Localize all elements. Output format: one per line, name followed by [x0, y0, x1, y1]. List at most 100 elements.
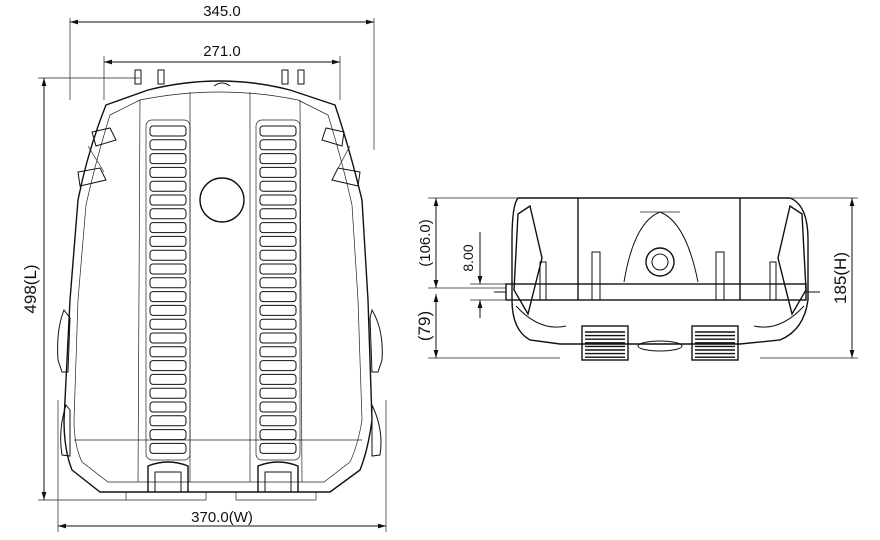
tread-segment	[259, 249, 297, 261]
dim-185	[760, 197, 858, 359]
tread-column-right	[255, 119, 301, 461]
side-lock-inner	[651, 253, 669, 271]
right-latches	[321, 127, 361, 187]
tread-segment	[149, 222, 187, 234]
right-grip	[369, 308, 383, 373]
top-view-body-outline	[63, 80, 373, 493]
tread-segment	[259, 401, 297, 413]
tread-segment	[149, 125, 187, 137]
left-latches	[77, 127, 117, 187]
tread-segment	[259, 387, 297, 399]
tread-segment	[149, 291, 187, 303]
side-center-edges	[577, 198, 741, 300]
tread-column-left	[145, 119, 191, 461]
tread-segment	[259, 373, 297, 385]
tread-segment	[149, 360, 187, 372]
body-line	[137, 99, 141, 483]
tread-segment	[259, 429, 297, 441]
left-wing-lower	[515, 305, 567, 328]
tread-segment	[259, 304, 297, 316]
tread-segment	[149, 208, 187, 220]
center-cap	[199, 177, 245, 223]
dim-498	[38, 77, 140, 501]
post	[539, 261, 547, 301]
top-view: 345.0 271.0 498(L) 370.0(W)	[21, 3, 387, 532]
left-wing	[513, 204, 543, 316]
dim-label-106: (106.0)	[417, 219, 434, 267]
tread-segment	[259, 153, 297, 165]
tread-segment	[149, 263, 187, 275]
side-bottom-oval	[637, 340, 683, 352]
left-grip	[57, 308, 71, 373]
tread-segment	[149, 429, 187, 441]
tread-segment	[149, 401, 187, 413]
dim-370	[57, 400, 387, 532]
tread-segment	[259, 180, 297, 192]
tread-frame	[255, 119, 301, 461]
tread-segment	[259, 291, 297, 303]
tread-segment	[149, 153, 187, 165]
tread-segment	[259, 332, 297, 344]
tread-segment	[259, 208, 297, 220]
dim-label-length: 498(L)	[21, 264, 40, 313]
tread-segment	[149, 139, 187, 151]
right-grip-lower	[371, 404, 382, 457]
tread-segment	[259, 277, 297, 289]
post	[715, 251, 725, 301]
tread-segment	[259, 415, 297, 427]
top-view-inner-outline	[73, 91, 363, 483]
bottom-handles	[125, 461, 317, 501]
top-pin-right	[281, 69, 289, 85]
top-pin-left	[134, 69, 142, 85]
side-view: (106.0) 8.00 (79) 185(H)	[415, 197, 858, 361]
tread-segment	[259, 194, 297, 206]
top-pin-left-2	[157, 69, 165, 85]
tread-frame	[145, 119, 191, 461]
dim-8	[470, 232, 506, 318]
tread-segment	[149, 442, 187, 454]
side-view-body-outline	[511, 197, 809, 345]
tread-segment	[149, 249, 187, 261]
tread-segment	[259, 263, 297, 275]
tread-segment	[149, 318, 187, 330]
dim-label-271: 271.0	[203, 43, 241, 60]
tread-segment	[149, 194, 187, 206]
dim-label-8: 8.00	[460, 244, 476, 271]
tread-segment	[149, 180, 187, 192]
right-wing-lower	[753, 305, 805, 328]
tread-segment	[149, 166, 187, 178]
tread-segment	[259, 222, 297, 234]
tread-segment	[259, 360, 297, 372]
tread-segment	[259, 139, 297, 151]
tread-segment	[149, 415, 187, 427]
tread-segment	[259, 346, 297, 358]
tread-segment	[259, 442, 297, 454]
left-grip-lower	[60, 403, 71, 457]
tread-segment	[259, 125, 297, 137]
side-lock	[645, 247, 675, 277]
dim-label-345: 345.0	[203, 3, 241, 20]
top-pin-right-2	[297, 69, 305, 85]
tread-segment	[149, 332, 187, 344]
dim-label-width: 370.0(W)	[191, 509, 253, 526]
dim-label-height: 185(H)	[831, 252, 850, 304]
tread-segment	[149, 373, 187, 385]
tread-segment	[149, 277, 187, 289]
side-feet	[581, 325, 739, 361]
tread-segment	[259, 166, 297, 178]
right-wing	[777, 204, 807, 316]
dim-label-79: (79)	[415, 311, 434, 341]
post	[769, 261, 777, 301]
post	[591, 251, 601, 301]
dim-345	[69, 18, 375, 150]
tread-segment	[259, 318, 297, 330]
top-vent	[213, 82, 231, 87]
tread-segment	[149, 304, 187, 316]
tread-segment	[149, 235, 187, 247]
dim-106	[428, 197, 518, 289]
tread-segment	[259, 235, 297, 247]
tread-segment	[149, 346, 187, 358]
tread-segment	[149, 387, 187, 399]
dim-79	[428, 294, 560, 359]
